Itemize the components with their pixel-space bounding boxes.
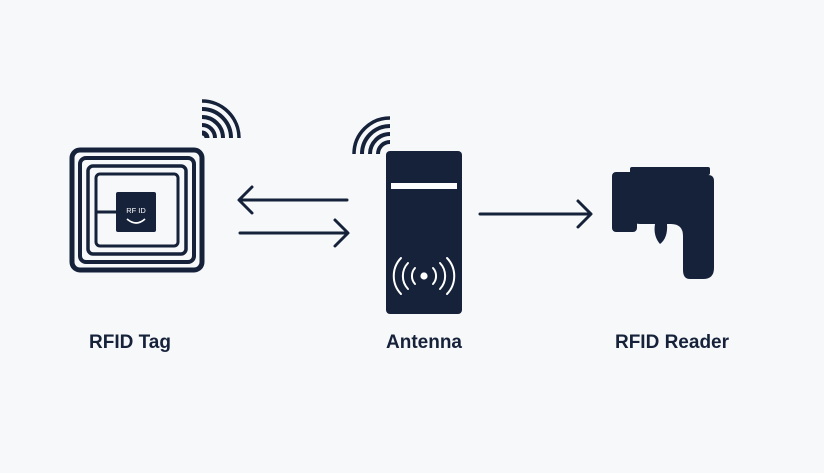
antenna-signal-icon (352, 116, 391, 155)
antenna-tower-icon (386, 151, 462, 314)
rfid-tag-label: RFID Tag (89, 332, 171, 353)
tag-signal-icon (201, 99, 241, 139)
arrow-antenna-to-tag (237, 185, 349, 215)
antenna-label: Antenna (386, 332, 462, 353)
rfid-chip (116, 192, 156, 232)
antenna-stripe (391, 183, 457, 189)
rfid-chip-text: RF ID (126, 206, 146, 215)
arrow-antenna-to-reader (478, 199, 593, 229)
handheld-scanner-icon (612, 167, 714, 279)
rfid-tag-icon: RF ID (69, 147, 205, 273)
arrow-tag-to-antenna (238, 218, 350, 248)
rfid-reader-label: RFID Reader (614, 332, 730, 353)
